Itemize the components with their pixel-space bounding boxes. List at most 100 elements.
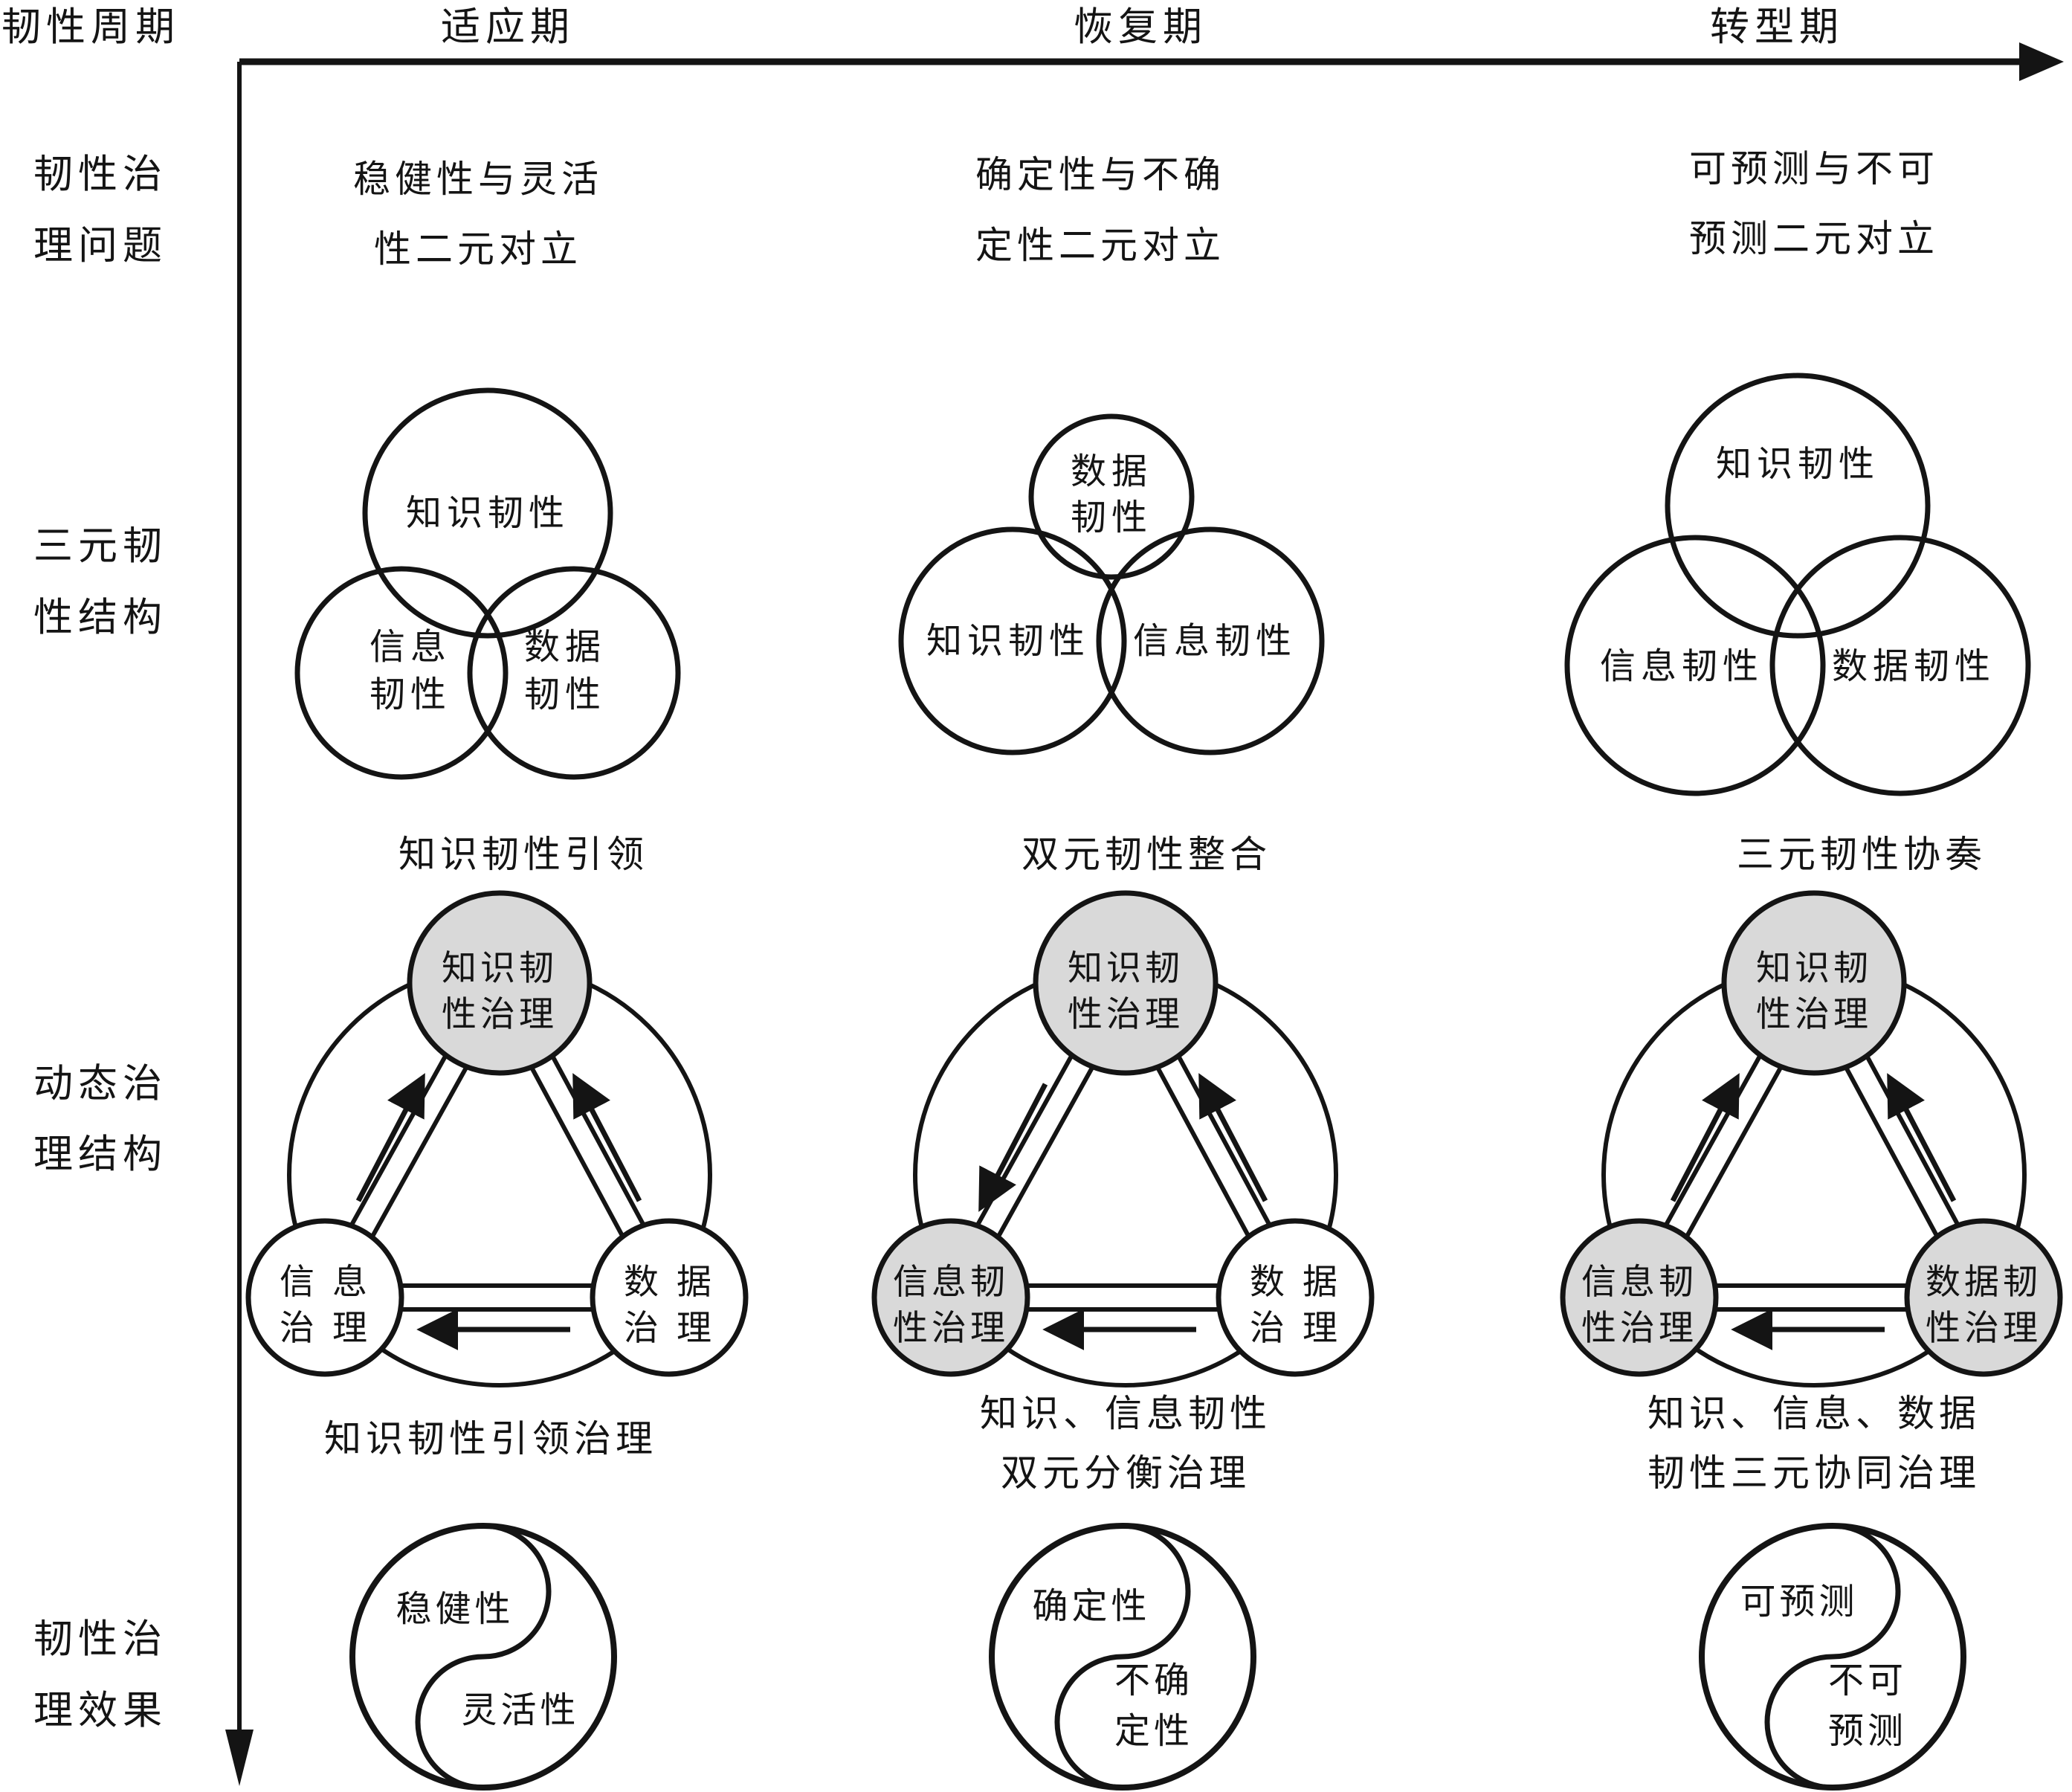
venn-label-information-line2: 韧性 xyxy=(369,675,451,715)
effect-lower-label: 灵活性 xyxy=(461,1691,579,1730)
dynamic-title-col3: 三元韧性协奏 xyxy=(1737,834,1987,875)
problem-col3-line2: 预测二元对立 xyxy=(1689,218,1939,260)
node-data-line2: 治理 xyxy=(624,1309,729,1348)
node-knowledge-line1: 知识韧 xyxy=(1756,950,1872,988)
venn-circle-information xyxy=(1564,535,1826,796)
effect-lower-label-line1: 不确 xyxy=(1114,1661,1193,1701)
row-label-dynamic-line2: 理结构 xyxy=(33,1133,167,1176)
axis-corner-label: 韧性周期 xyxy=(1,6,180,49)
node-data-governance xyxy=(1904,1218,2063,1377)
effect-lower-label-line2: 预测 xyxy=(1828,1712,1907,1751)
venn-label-data-line2: 韧性 xyxy=(524,675,606,715)
row-label-dynamic-line1: 动态治 xyxy=(33,1063,167,1106)
node-data-line2: 治理 xyxy=(1250,1309,1355,1348)
effect-lower-label-line2: 定性 xyxy=(1114,1712,1193,1751)
node-knowledge-line1: 知识韧 xyxy=(1068,950,1184,988)
venn-circle-data xyxy=(467,566,681,780)
venn-circle-information xyxy=(294,566,509,780)
arrow-information-to-knowledge-icon xyxy=(1670,1073,1740,1202)
venn-label-knowledge: 知识韧性 xyxy=(406,494,569,533)
row-label-problem-line1: 韧性治 xyxy=(33,153,167,196)
node-knowledge-governance xyxy=(407,890,593,1076)
node-data-line1: 数据 xyxy=(1250,1263,1355,1302)
effect-lower-label-line1: 不可 xyxy=(1828,1661,1907,1701)
phase-header-adaptation: 适应期 xyxy=(441,6,575,49)
venn-circle-data xyxy=(1769,535,2031,796)
venn-label-knowledge: 知识韧性 xyxy=(926,622,1090,661)
venn-label-data-line1: 数据 xyxy=(1071,452,1152,491)
cycle-axes xyxy=(225,42,2064,1786)
node-information-line2: 治理 xyxy=(280,1309,385,1348)
effect-s-curve xyxy=(415,1523,552,1791)
venn-label-data-line1: 数据 xyxy=(524,628,606,667)
effect-balance-recovery: 确定性 不确 定性 xyxy=(989,1523,1256,1791)
node-information-governance xyxy=(245,1218,404,1377)
node-knowledge-line2: 性治理 xyxy=(1068,996,1184,1034)
node-knowledge-line1: 知识韧 xyxy=(442,950,558,988)
row-labels: 韧性治 理问题 三元韧 性结构 动态治 理结构 韧性治 理效果 xyxy=(33,153,167,1733)
row-label-structure-line1: 三元韧 xyxy=(33,525,167,568)
dynamic-cycle-transformation: 知识韧 性治理 信息韧 性治理 数据韧 性治理 知识、信息、数据 韧性三元协同治… xyxy=(1560,890,2063,1494)
venn-label-information-line1: 信息 xyxy=(369,628,451,667)
row-label-problem-line2: 理问题 xyxy=(33,225,167,268)
phase-header-transformation: 转型期 xyxy=(1710,6,1844,49)
arrow-data-to-knowledge-icon xyxy=(1198,1073,1268,1202)
vertical-axis-arrowhead-icon xyxy=(225,1730,254,1786)
arrow-knowledge-to-information-icon xyxy=(978,1083,1048,1212)
venn-label-data: 数据韧性 xyxy=(1832,647,1995,686)
problem-col2-line2: 定性二元对立 xyxy=(975,225,1225,266)
effect-balance-transformation: 可预测 不可 预测 xyxy=(1699,1523,1966,1791)
row-label-effect-line1: 韧性治 xyxy=(33,1618,167,1661)
effect-upper-label: 确定性 xyxy=(1032,1587,1150,1626)
horizontal-axis-arrowhead-icon xyxy=(2019,42,2064,81)
dynamic-cycle-recovery: 知识韧 性治理 信息韧 性治理 数据 治理 知识、信息韧性 双元分衡治理 xyxy=(871,890,1375,1494)
node-information-line1: 信息韧 xyxy=(893,1263,1009,1302)
node-data-line1: 数据韧 xyxy=(1926,1263,2042,1302)
dynamic-title-col2: 双元韧性整合 xyxy=(1022,834,1271,875)
effect-upper-label: 可预测 xyxy=(1740,1582,1858,1622)
node-data-line1: 数据 xyxy=(624,1263,729,1302)
dynamic-caption-col1: 知识韧性引领治理 xyxy=(324,1418,657,1460)
effect-balance-adaptation: 稳健性 灵活性 xyxy=(349,1523,617,1791)
venn-label-knowledge: 知识韧性 xyxy=(1716,445,1879,484)
phase-header-recovery: 恢复期 xyxy=(1074,6,1207,49)
venn-recovery: 数据 韧性 知识韧性 信息韧性 xyxy=(898,413,1325,755)
problem-col1-line1: 稳健性与灵活 xyxy=(353,158,603,200)
problem-col1-line2: 性二元对立 xyxy=(374,228,582,270)
node-information-governance xyxy=(1560,1218,1719,1377)
dynamic-cycle-adaptation: 知识韧 性治理 信息 治理 数据 治理 知识韧性引领治理 xyxy=(245,890,749,1460)
node-data-governance xyxy=(590,1218,749,1377)
venn-label-information: 信息韧性 xyxy=(1600,647,1763,686)
dynamic-caption-col2-line1: 知识、信息韧性 xyxy=(980,1393,1271,1434)
row-label-structure-line2: 性结构 xyxy=(33,596,167,639)
row-label-effect-line2: 理效果 xyxy=(33,1689,167,1733)
dynamic-title-col1: 知识韧性引领 xyxy=(398,834,648,875)
arrow-data-to-knowledge-icon xyxy=(572,1073,642,1202)
effect-s-curve xyxy=(1764,1523,1901,1791)
dynamic-caption-col3-line2: 韧性三元协同治理 xyxy=(1647,1452,1981,1494)
venn-circle-knowledge xyxy=(1665,373,1931,639)
venn-label-information: 信息韧性 xyxy=(1133,622,1297,661)
node-information-line1: 信息 xyxy=(280,1263,385,1302)
node-information-line1: 信息韧 xyxy=(1581,1263,1697,1302)
node-data-line2: 性治理 xyxy=(1926,1309,2042,1348)
node-knowledge-governance xyxy=(1721,890,1907,1076)
arrow-information-to-knowledge-icon xyxy=(355,1073,425,1202)
node-knowledge-line2: 性治理 xyxy=(1756,996,1872,1034)
node-information-governance xyxy=(871,1218,1030,1377)
problem-row: 稳健性与灵活 性二元对立 确定性与不确 定性二元对立 可预测与不可 预测二元对立 xyxy=(353,148,1939,270)
effect-s-curve xyxy=(1054,1523,1191,1791)
venn-transformation: 知识韧性 信息韧性 数据韧性 xyxy=(1564,373,2031,796)
node-information-line2: 性治理 xyxy=(1581,1309,1697,1348)
dynamic-caption-col2-line2: 双元分衡治理 xyxy=(1001,1452,1250,1494)
effect-upper-label: 稳健性 xyxy=(396,1590,514,1629)
node-knowledge-line2: 性治理 xyxy=(442,996,558,1034)
problem-col3-line1: 可预测与不可 xyxy=(1689,148,1939,190)
venn-circle-information xyxy=(1096,526,1325,755)
dynamic-caption-col3-line1: 知识、信息、数据 xyxy=(1647,1393,1981,1434)
problem-col2-line1: 确定性与不确 xyxy=(975,154,1225,196)
venn-circle-knowledge xyxy=(898,526,1127,755)
venn-label-data-line2: 韧性 xyxy=(1071,498,1152,538)
venn-circle-data xyxy=(1028,413,1195,580)
